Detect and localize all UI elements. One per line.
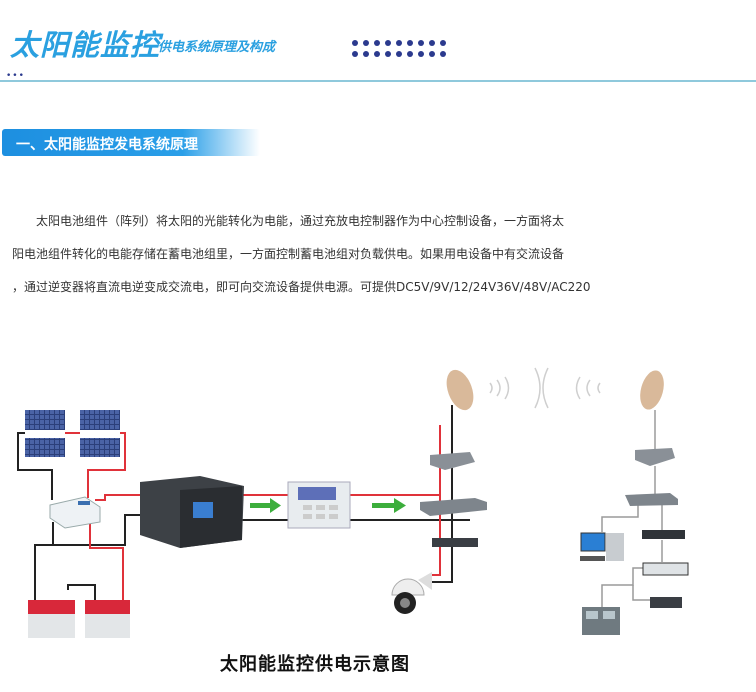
positive-wires — [65, 425, 441, 600]
flow-arrow-icon — [250, 498, 406, 513]
monitoring-room — [582, 607, 620, 635]
description-paragraph: 太阳电池组件（阵列）将太阳的光能转化为电能，通过充放电控制器作为中心控制设备，一… — [12, 205, 652, 304]
header-divider — [0, 80, 756, 82]
paragraph-line: ，通过逆变器将直流电逆变成交流电，即可向交流设备提供电源。可提供DC5V/9V/… — [12, 280, 591, 294]
negative-wires — [17, 405, 470, 600]
decoder-box — [642, 562, 689, 576]
wireless-signal-icon — [489, 367, 601, 409]
more-dots-icon: ••• — [6, 71, 25, 81]
decorative-dots — [352, 40, 451, 57]
inverter — [140, 476, 244, 548]
satellite-dish-icon — [640, 370, 664, 410]
paragraph-line: 阳电池组件转化的电能存储在蓄电池组里，一方面控制蓄电池组对负载供电。如果用电设备… — [12, 247, 565, 261]
section-banner: 一、太阳能监控发电系统原理 — [2, 129, 260, 156]
diagram-caption: 太阳能监控供电示意图 — [220, 654, 410, 675]
network-switch — [420, 498, 487, 516]
computer-icon — [580, 532, 624, 561]
dvr-device — [432, 538, 478, 547]
page-title: 太阳能监控 — [10, 28, 161, 62]
power-control-panel — [287, 481, 351, 529]
section-title: 一、太阳能监控发电系统原理 — [16, 137, 198, 153]
battery — [28, 600, 130, 638]
network-switch — [625, 493, 678, 506]
dome-camera — [391, 572, 432, 614]
charge-controller — [49, 496, 101, 529]
network-bridge — [635, 448, 675, 466]
page-subtitle: 供电系统原理及构成 — [158, 40, 276, 55]
network-bridge — [430, 452, 475, 470]
paragraph-line: 太阳电池组件（阵列）将太阳的光能转化为电能，通过充放电控制器作为中心控制设备，一… — [12, 214, 565, 228]
remote-links — [601, 410, 666, 607]
satellite-dish-icon — [446, 369, 474, 411]
small-device — [650, 597, 682, 608]
dvr-device — [642, 530, 685, 539]
solar-panels — [25, 410, 120, 457]
